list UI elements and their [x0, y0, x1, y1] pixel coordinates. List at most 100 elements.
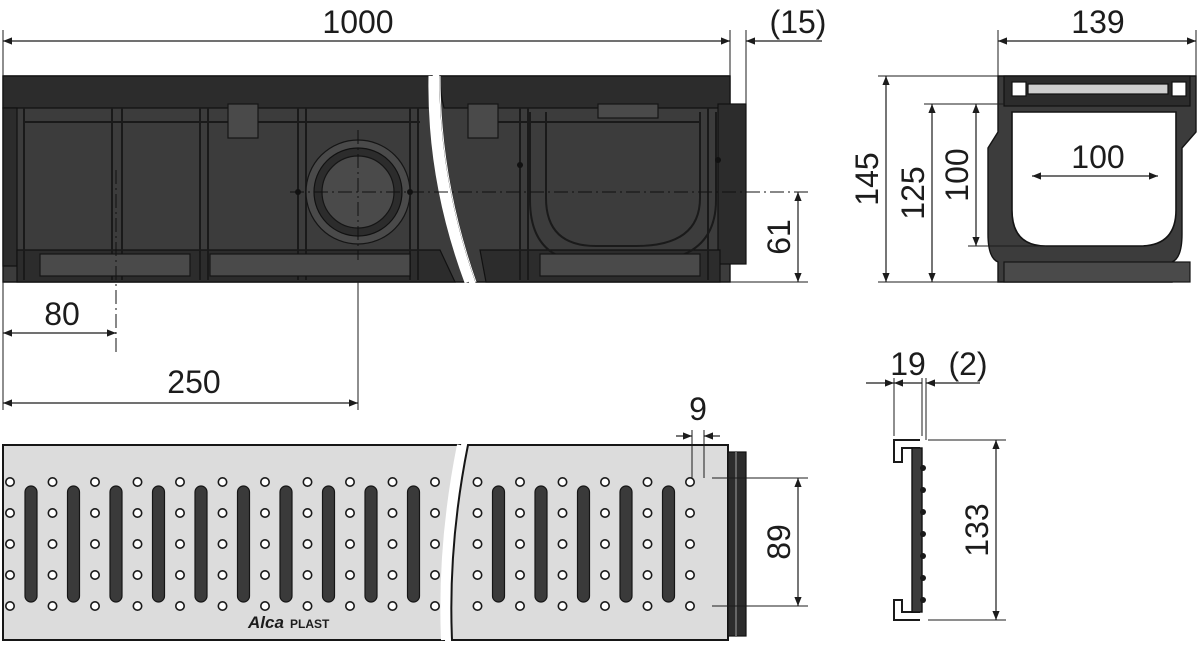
- grate-profile-view: 19 (2) 133: [866, 346, 1006, 621]
- dim-end-cap: (15): [770, 4, 827, 40]
- grate-slot: [194, 485, 208, 603]
- grate-hole: [429, 476, 440, 487]
- profile-bump: [920, 575, 926, 581]
- grate-slot: [236, 485, 251, 603]
- grate-hole: [557, 600, 568, 611]
- profile-bump: [920, 531, 926, 537]
- grate-slot: [406, 485, 421, 603]
- grate-hole: [132, 600, 143, 611]
- grate-hole: [642, 507, 653, 518]
- grate-hole: [387, 600, 398, 611]
- grate-hole: [557, 476, 568, 487]
- grate-hole: [302, 569, 313, 580]
- grate-hole: [429, 538, 440, 549]
- grate-hole: [175, 538, 186, 549]
- grate-hole: [472, 476, 483, 487]
- grate-hole: [514, 569, 525, 580]
- grate-slot: [619, 485, 633, 603]
- grate-hole: [642, 569, 653, 580]
- grate-hole: [5, 600, 15, 611]
- dim-channel-depth: 100: [939, 148, 975, 201]
- profile-bump: [920, 553, 926, 559]
- grate-hole: [175, 600, 186, 611]
- dim-width: 139: [1071, 4, 1124, 40]
- grate-hole: [344, 569, 355, 580]
- grate-slot: [24, 485, 38, 603]
- brand-logo-plast: PLAST: [290, 617, 330, 631]
- grate-hole: [557, 538, 568, 549]
- grate-hole: [217, 600, 228, 611]
- dim-outlet-offset-large: 250: [167, 364, 220, 400]
- grate-slot: [279, 485, 293, 603]
- grate-hole: [217, 476, 228, 487]
- grate-hole: [90, 569, 101, 580]
- grate-slot: [364, 485, 378, 603]
- grate-hole: [90, 476, 101, 487]
- grate-hole: [259, 507, 270, 518]
- profile-bump: [920, 487, 926, 493]
- grate-hole: [344, 476, 355, 487]
- grate-top-view: Alca PLAST: [2, 444, 747, 641]
- grate-hole: [175, 476, 186, 487]
- grate-hole: [47, 538, 58, 549]
- grate-hole: [472, 569, 483, 580]
- profile-bumps: [920, 465, 926, 603]
- grate-hole: [514, 600, 525, 611]
- grate-hole: [259, 476, 270, 487]
- profile-bump: [920, 465, 926, 471]
- grate-hole: [387, 569, 398, 580]
- grate-hole: [5, 569, 15, 580]
- grate-hole: [5, 538, 15, 549]
- grate-slot: [151, 485, 166, 603]
- grate-slot: [661, 485, 676, 603]
- grate-hole: [259, 569, 270, 580]
- grate-hole: [472, 507, 483, 518]
- grate-hole: [217, 538, 228, 549]
- grate-slot: [491, 485, 506, 603]
- dim-grate-edge: 9: [689, 391, 707, 427]
- grate-slot: [109, 485, 123, 603]
- brand-logo-alca: Alca: [247, 613, 284, 632]
- grate-hole: [557, 569, 568, 580]
- grate-hole: [47, 507, 58, 518]
- grate-hole: [514, 476, 525, 487]
- dim-channel-width: 100: [1071, 139, 1124, 175]
- grate-hole: [132, 538, 143, 549]
- grate-hole: [472, 538, 483, 549]
- grate-hole: [599, 538, 610, 549]
- grate-hole: [47, 600, 58, 611]
- grate-slot: [321, 485, 336, 603]
- grate-hole: [90, 600, 101, 611]
- grate-hole: [514, 507, 525, 518]
- grate-slots-and-holes: [5, 476, 695, 611]
- grate-hole: [5, 507, 15, 518]
- grate-hole: [684, 569, 695, 580]
- grate-dimensions: 9 89: [676, 391, 808, 607]
- grate-slot: [66, 485, 81, 603]
- grate-hole: [684, 538, 695, 549]
- grate-hole: [387, 507, 398, 518]
- cross-section-view: 139 100 145 125 100: [849, 4, 1197, 283]
- grate-slot: [576, 485, 591, 603]
- grate-hole: [684, 476, 695, 487]
- side-dimensions: 1000 (15) 61 80 250: [2, 4, 827, 410]
- grate-slot: [534, 485, 548, 603]
- dim-profile-thickness: (2): [948, 346, 987, 382]
- grate-hole: [5, 476, 15, 487]
- grate-hole: [175, 507, 186, 518]
- grate-hole: [302, 538, 313, 549]
- grate-hole: [599, 569, 610, 580]
- grate-hole: [387, 538, 398, 549]
- grate-hole: [47, 476, 58, 487]
- dim-profile-height: 133: [959, 503, 995, 556]
- dim-outlet-offset-small: 80: [44, 296, 80, 332]
- grate-hole: [642, 476, 653, 487]
- grate-hole: [599, 600, 610, 611]
- dim-outlet-height: 61: [761, 219, 797, 255]
- grate-hole: [132, 476, 143, 487]
- grate-hole: [217, 507, 228, 518]
- grate-hole: [259, 538, 270, 549]
- dim-grate-width: 89: [761, 524, 797, 560]
- grate-hole: [642, 600, 653, 611]
- grate-hole: [557, 507, 568, 518]
